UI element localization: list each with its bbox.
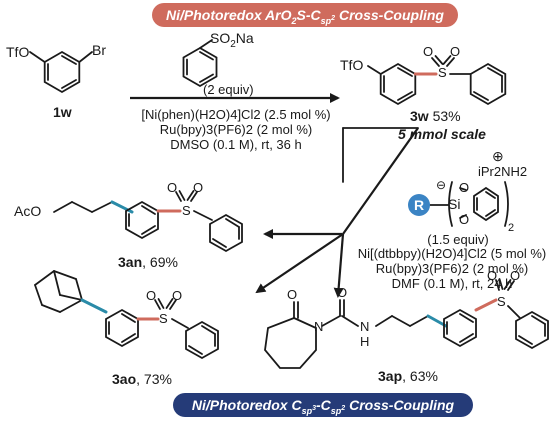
banner-bottom: Ni/Photoredox Csp3-Csp2 Cross-Coupling (173, 393, 473, 417)
banner-bottom-sub1: sp3 (301, 404, 316, 416)
yield-3an: 69% (149, 254, 178, 270)
plus-charge: ⊕ (492, 148, 504, 164)
conditions2-line2: Ru(bpy)3(PF6)2 (2 mol %) (375, 261, 529, 276)
banner-top-sub1: 2 (291, 15, 297, 26)
conditions1-line2: Ru(bpy)3(PF6)2 (2 mol %) (159, 122, 313, 137)
oxygen-label-3ap-a: O (487, 268, 498, 283)
otf-label-1w: TfO (6, 44, 30, 60)
banner-bottom-text: Ni/Photoredox C (191, 397, 302, 413)
banner-top-text: Ni/Photoredox ArO (166, 7, 292, 23)
oxygen-label-3ap-lactam: O (287, 287, 298, 302)
yield-3ao: 73% (143, 371, 172, 387)
banner-top: Ni/Photoredox ArO2S-Csp2 Cross-Coupling (152, 3, 458, 27)
structure-3an (53, 190, 243, 253)
conditions2-line1: Ni[(dtbbpy)(H2O)4]Cl2 (5 mol %) (357, 246, 547, 261)
n-label-3ap: N (314, 319, 324, 334)
yield-3ap: 63% (409, 368, 438, 384)
si-label: Si (448, 196, 461, 212)
banner-top-sup: 2 (331, 14, 336, 22)
reagent1-equiv: (2 equiv) (203, 82, 254, 97)
compound-3w: 3w 53% (410, 108, 461, 124)
sulfur-label-3w: S (438, 65, 447, 80)
cation-label: iPr2NH2 (478, 164, 528, 179)
oxygen-label-3w-b: O (450, 44, 461, 59)
silicate-equiv: (1.5 equiv) (427, 232, 489, 247)
banner-bottom-sub2: sp2 (330, 404, 346, 416)
compound-label-3w: 3w (410, 108, 429, 124)
br-label: Br (92, 42, 106, 58)
aco-label: AcO (14, 203, 42, 219)
silicate-sub2: 2 (508, 222, 515, 234)
sulfinate-so: SO (210, 30, 231, 46)
banner-bottom-sub1-text: sp (301, 405, 313, 416)
oxygen-label-3w-a: O (423, 44, 434, 59)
arrow-to-3ao (255, 233, 344, 294)
compound-3ap: 3ap, 63% (378, 368, 438, 384)
structure-1w (29, 50, 93, 94)
banner-top-sub2-text: sp (320, 15, 332, 26)
sulfinate-sub: 2 (230, 38, 236, 50)
structure-sulfinate (182, 39, 218, 88)
oxygen-label-3ao-b: O (172, 288, 183, 303)
oxygen-label-3ao-a: O (146, 288, 157, 303)
oxygen-label-3ap-urea: O (337, 285, 348, 300)
sulfur-label-3ao: S (159, 311, 168, 326)
banner-top-sub2: sp2 (320, 14, 336, 26)
sulfur-label-3an: S (182, 203, 191, 218)
banner-bottom-mid: -C (316, 397, 331, 413)
silicate-o-a: O (459, 180, 470, 195)
sulfur-label-3ap: S (497, 294, 506, 309)
banner-bottom-post: Cross-Coupling (345, 397, 455, 413)
structure-3w (367, 55, 507, 106)
oxygen-label-3an-a: O (167, 180, 178, 195)
structure-3ap (264, 278, 549, 369)
compound-label-1w: 1w (53, 104, 72, 120)
banner-bottom-sup2: 2 (341, 404, 346, 412)
compound-label-3ao: 3ao (112, 371, 137, 387)
sulfinate-label: SO2Na (210, 30, 254, 50)
conditions1-line1: [Ni(phen)(H2O)4]Cl2 (2.5 mol %) (141, 107, 331, 122)
conditions2-line3: DMF (0.1 M), rt, 24 h (391, 276, 513, 291)
structure-silicate (429, 181, 509, 227)
oxygen-label-3ap-b: O (510, 268, 521, 283)
compound-label-3an: 3an (118, 254, 143, 270)
r-group-icon: R (408, 194, 430, 216)
arrow-to-3ap (333, 233, 345, 298)
otf-label-3w: TfO (340, 57, 364, 73)
scale-3w: 5 mmol scale (398, 126, 486, 142)
arrow-from-3w (342, 127, 419, 235)
banner-bottom-sup1: 3 (312, 404, 316, 412)
compound-label-3ap: 3ap (378, 368, 403, 384)
compound-3an: 3an, 69% (118, 254, 178, 270)
h-label-3ap: H (360, 334, 370, 349)
banner-top-mid: S-C (296, 7, 321, 23)
minus-charge: ⊖ (436, 178, 447, 192)
banner-bottom-sub2-text: sp (330, 405, 342, 416)
sulfinate-na: Na (235, 30, 254, 46)
yield-3w: 53% (432, 108, 461, 124)
structure-3ao (34, 270, 219, 360)
oxygen-label-3an-b: O (193, 180, 204, 195)
silicate-o-b: O (459, 212, 470, 227)
conditions1-line3: DMSO (0.1 M), rt, 36 h (170, 137, 302, 152)
compound-3ao: 3ao, 73% (112, 371, 172, 387)
nh-label-3ap: N (360, 319, 370, 334)
banner-top-post: Cross-Coupling (335, 7, 444, 23)
